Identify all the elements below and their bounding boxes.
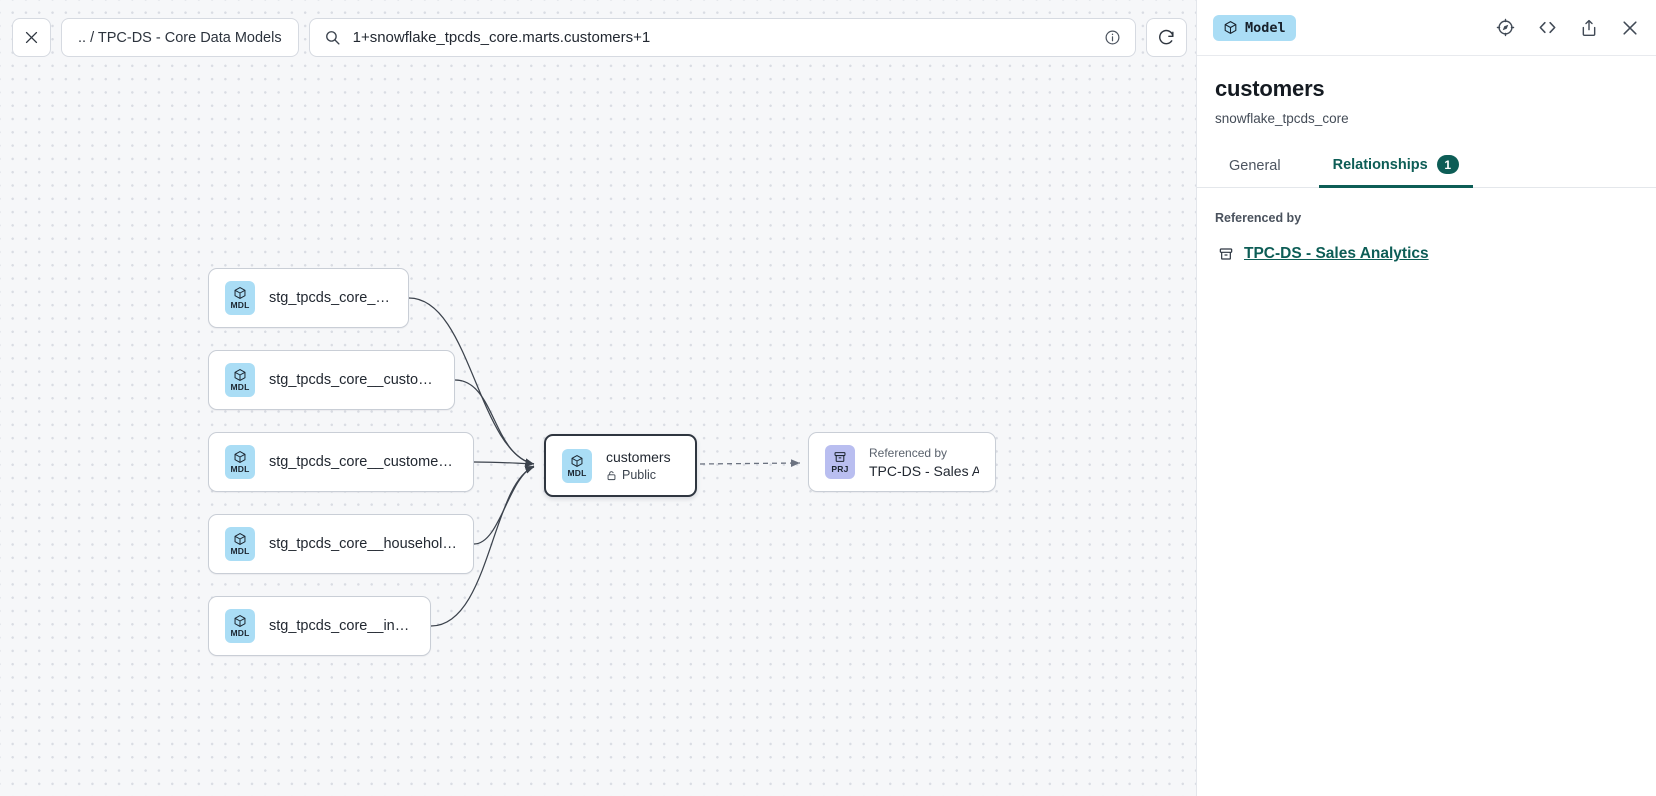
badge-text: MDL [230, 628, 250, 639]
tab-count-badge: 1 [1436, 155, 1459, 174]
details-panel: Model customers snowflake_tpcds_core [1196, 0, 1656, 796]
resource-kind-chip: Model [1213, 14, 1296, 41]
cube-icon: MDL [225, 609, 255, 643]
panel-tabs: General Relationships 1 [1197, 145, 1656, 188]
cube-icon: MDL [562, 448, 592, 483]
kind-label: Model [1245, 19, 1286, 36]
page-subtitle: snowflake_tpcds_core [1215, 111, 1349, 126]
cube-icon [1223, 20, 1238, 35]
cube-icon: MDL [225, 363, 255, 397]
panel-header: Model [1197, 0, 1656, 56]
graph-node[interactable]: MDL stg_tpcds_core__income_band [208, 596, 431, 656]
tab-label: General [1229, 158, 1281, 174]
referenced-by-link[interactable]: TPC-DS - Sales Analytics [1244, 245, 1429, 262]
cube-icon: MDL [225, 445, 255, 479]
graph-node-label: customers [606, 449, 671, 465]
project-icon: PRJ [825, 445, 855, 479]
graph-node-label: stg_tpcds_core__income_band [269, 618, 414, 634]
breadcrumb-label: .. / TPC-DS - Core Data Models [78, 29, 282, 46]
graph-node-sup: Referenced by [869, 445, 948, 460]
graph-layer: MDL stg_tpcds_core__customer MDL stg_tpc… [208, 268, 996, 656]
lock-open-icon [606, 470, 617, 481]
lineage-search-input[interactable]: 1+snowflake_tpcds_core.marts.customers+1 [308, 18, 1136, 57]
panel-header-actions [1495, 17, 1640, 38]
graph-node-label: stg_tpcds_core__customer_address [269, 372, 438, 388]
search-icon [324, 29, 341, 46]
close-icon[interactable] [1620, 18, 1640, 38]
search-value: 1+snowflake_tpcds_core.marts.customers+1 [352, 29, 651, 46]
panel-body: Referenced by TPC-DS - Sales Analytics [1197, 188, 1656, 263]
graph-node-text: Referenced by TPC-DS - Sales Analytics [869, 446, 979, 479]
tab-general[interactable]: General [1215, 148, 1295, 188]
section-label-referenced-by: Referenced by [1215, 211, 1302, 225]
graph-node-label: stg_tpcds_core__customer [269, 290, 392, 306]
graph-node[interactable]: MDL stg_tpcds_core__household_demogr… [208, 514, 474, 574]
tab-label: Relationships [1332, 156, 1428, 173]
refresh-button[interactable] [1145, 18, 1187, 57]
graph-node-project[interactable]: PRJ Referenced by TPC-DS - Sales Analyti… [808, 432, 996, 492]
tab-relationships[interactable]: Relationships 1 [1318, 145, 1473, 188]
share-icon[interactable] [1579, 18, 1599, 38]
close-lineage-button[interactable] [12, 18, 51, 57]
breadcrumb[interactable]: .. / TPC-DS - Core Data Models [61, 18, 299, 57]
refresh-icon [1157, 28, 1176, 47]
visibility-label: Public [622, 468, 657, 482]
graph-node-text: customers Public [606, 449, 671, 482]
lineage-compass-icon[interactable] [1495, 17, 1516, 38]
cube-icon: MDL [225, 527, 255, 561]
panel-title-block: customers snowflake_tpcds_core [1197, 56, 1656, 126]
graph-node-label: TPC-DS - Sales Analytics [869, 462, 979, 479]
badge-text: MDL [230, 464, 250, 475]
info-circle-icon[interactable] [1104, 29, 1121, 46]
graph-node[interactable]: MDL stg_tpcds_core__customer [208, 268, 409, 328]
project-icon [1218, 246, 1234, 262]
graph-node[interactable]: MDL stg_tpcds_core__customer_demogra… [208, 432, 474, 492]
list-item[interactable]: TPC-DS - Sales Analytics [1215, 245, 1638, 263]
badge-text: MDL [230, 382, 250, 393]
code-icon[interactable] [1537, 17, 1558, 38]
page-title: customers [1215, 76, 1325, 101]
badge-text: MDL [230, 300, 250, 311]
graph-node-visibility: Public [606, 468, 671, 482]
cube-icon: MDL [225, 281, 255, 315]
lineage-canvas[interactable]: .. / TPC-DS - Core Data Models 1+snowfla… [0, 0, 1196, 796]
badge-text: MDL [567, 467, 587, 478]
graph-node-selected[interactable]: MDL customers Public [544, 434, 697, 497]
graph-node[interactable]: MDL stg_tpcds_core__customer_address [208, 350, 455, 410]
badge-text: PRJ [831, 464, 849, 475]
canvas-toolbar: .. / TPC-DS - Core Data Models 1+snowfla… [12, 18, 1187, 57]
badge-text: MDL [230, 546, 250, 557]
graph-node-label: stg_tpcds_core__household_demogr… [269, 536, 457, 552]
graph-edges [408, 297, 801, 627]
graph-node-label: stg_tpcds_core__customer_demogra… [269, 454, 457, 470]
close-icon [23, 29, 40, 46]
